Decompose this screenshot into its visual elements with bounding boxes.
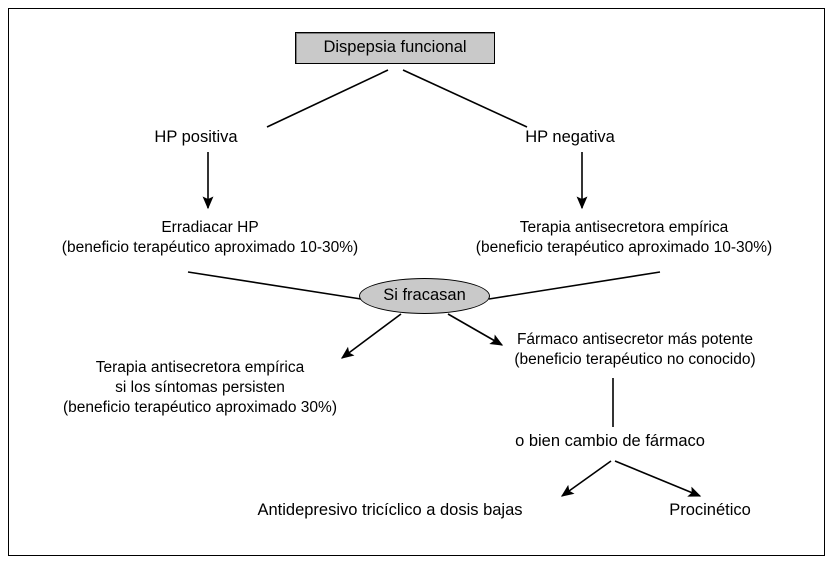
node-erradicar-hp: Erradiacar HP (beneficio terapéutico apr…: [10, 218, 410, 258]
node-terapia-si-sintomas-persisten: Terapia antisecretora empírica si los sí…: [10, 358, 390, 417]
node-farmaco-potente-line1: Fármaco antisecretor más potente: [516, 331, 754, 348]
node-farmaco-antisecretor-mas-potente: Fármaco antisecretor más potente (benefi…: [440, 330, 830, 370]
node-dispepsia-label: Dispepsia funcional: [323, 38, 467, 57]
node-procinetico-label: Procinético: [669, 501, 751, 519]
node-hp-negativa-label: HP negativa: [525, 128, 615, 146]
node-terapia-sintomas-line2: si los síntomas persisten: [115, 378, 285, 396]
node-terapia-sintomas-line3: (beneficio terapéutico aproximado 30%): [63, 398, 337, 416]
node-antidepresivo-label: Antidepresivo tricíclico a dosis bajas: [257, 501, 523, 519]
node-si-fracasan-label: Si fracasan: [383, 286, 466, 305]
node-hp-positiva: HP positiva: [126, 127, 266, 148]
node-si-fracasan[interactable]: Si fracasan: [359, 278, 490, 314]
node-dispepsia-funcional[interactable]: Dispepsia funcional: [295, 32, 495, 64]
diagram-border: [8, 8, 825, 556]
node-cambio-farmaco-label: o bien cambio de fármaco: [515, 432, 705, 450]
node-farmaco-potente-line2: (beneficio terapéutico no conocido): [514, 350, 756, 368]
node-o-bien-cambio-de-farmaco: o bien cambio de fármaco: [480, 431, 740, 452]
node-terapia-empirica-line1: Terapia antisecretora empírica: [519, 219, 729, 236]
node-antidepresivo-triciclico: Antidepresivo tricíclico a dosis bajas: [200, 500, 580, 521]
node-terapia-antisecretora-empirica: Terapia antisecretora empírica (benefici…: [424, 218, 824, 258]
node-erradicar-hp-line2: (beneficio terapéutico aproximado 10-30%…: [61, 238, 359, 256]
node-terapia-sintomas-line1: Terapia antisecretora empírica: [95, 359, 305, 376]
node-hp-negativa: HP negativa: [500, 127, 640, 148]
node-procinetico: Procinético: [620, 500, 800, 521]
node-hp-positiva-label: HP positiva: [154, 128, 238, 146]
node-erradicar-hp-line1: Erradiacar HP: [161, 219, 259, 236]
node-terapia-empirica-line2: (beneficio terapéutico aproximado 10-30%…: [475, 238, 773, 256]
